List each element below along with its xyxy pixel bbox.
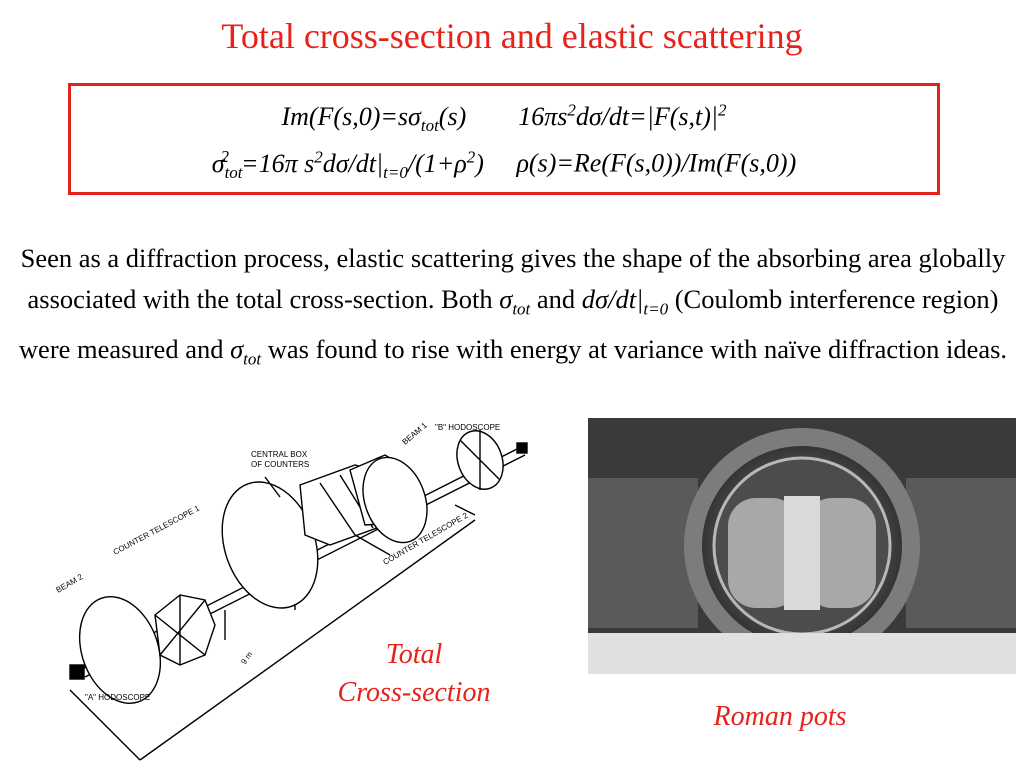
b-hodoscope-block: [516, 442, 528, 454]
formula-box: Im(F(s,0)=sσtot(s) 16πs2dσ/dt=|F(s,t)|2 …: [68, 83, 940, 195]
rho-formula: ρ(s)=Re(F(s,0))/Im(F(s,0)): [516, 148, 797, 178]
description-paragraph: Seen as a diffraction process, elastic s…: [18, 243, 1008, 369]
total-cross-section-caption: Total Cross-section: [337, 639, 491, 708]
length-label: 9 m: [239, 650, 254, 666]
beam2-label: BEAM 2: [55, 572, 85, 595]
differential-cross-section-formula: 16πs2dσ/dt=|F(s,t)|2: [518, 100, 727, 131]
total-cross-section-formula: σtot2=16π s2dσ/dt|t=0/(1+ρ2): [211, 147, 484, 182]
optical-theorem-formula: Im(F(s,0)=sσtot(s): [281, 101, 467, 135]
roman-pots-caption: Roman pots: [713, 701, 847, 732]
right-flange: [906, 478, 1016, 628]
right-pot: [804, 498, 876, 608]
beam1-label: BEAM 1: [401, 420, 430, 446]
a-hodoscope-block: [69, 664, 85, 680]
a-hodoscope-label: "A" HODOSCOPE: [85, 693, 150, 702]
formula-line-2: σtot2=16π s2dσ/dt|t=0/(1+ρ2) ρ(s)=Re(F(s…: [71, 141, 937, 189]
formula-line-1: Im(F(s,0)=sσtot(s) 16πs2dσ/dt=|F(s,t)|2: [71, 94, 937, 142]
roman-pots-photo: [588, 418, 1016, 674]
b-hodoscope-label: "B" HODOSCOPE: [435, 423, 500, 432]
central-box-label-2: OF COUNTERS: [251, 460, 309, 469]
octagon-detector: [154, 594, 216, 666]
left-flange: [588, 478, 698, 628]
slide-title: Total cross-section and elastic scatteri…: [221, 16, 803, 56]
pot-windows: [784, 496, 820, 610]
left-pot: [728, 498, 800, 608]
counter-telescope-1-label: COUNTER TELESCOPE 1: [112, 503, 202, 556]
a-hodoscope-disc: [78, 596, 162, 704]
experiment-diagram: "B" HODOSCOPE CENTRAL BOX OF COUNTERS BE…: [55, 420, 528, 761]
central-box-label-1: CENTRAL BOX: [251, 450, 308, 459]
